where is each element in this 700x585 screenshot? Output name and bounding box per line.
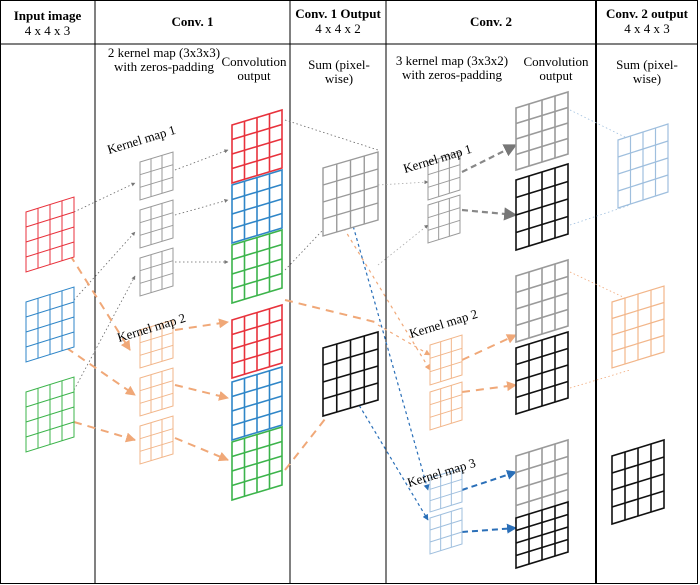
conv1-sum-black	[322, 330, 379, 418]
conv2-output-k3-black	[515, 500, 569, 570]
arrow-sum1-k2	[339, 221, 431, 371]
arrow-k2b-out	[174, 384, 229, 401]
header-conv2-output: Conv. 2 output 4 x 4 x 3	[596, 6, 698, 36]
conv1-kernel1-slice-b	[139, 199, 174, 249]
arrow-k2a-out	[174, 318, 229, 331]
conv1-kernel1-slice-a	[139, 151, 174, 201]
conv2-output-k2-black	[515, 330, 569, 416]
header-conv2: Conv. 2	[386, 14, 596, 29]
conv1-kernel2-slice-a	[139, 319, 174, 369]
conv2-kernel3-slice-a	[429, 467, 463, 513]
arrow-c2k2b-out	[461, 381, 517, 393]
arrow-c2k3a-out	[461, 470, 517, 491]
header-conv1-output-dims: 4 x 4 x 2	[315, 21, 361, 36]
arrow-c2k3b-out	[461, 523, 517, 534]
conv2-kernel2-slice-b	[429, 381, 463, 431]
arrow-blue-k1b	[73, 231, 136, 301]
conv1-output-k1-blue	[231, 168, 283, 245]
arrow-sum1-k1b	[377, 224, 429, 266]
header-conv1-title: Conv. 1	[171, 14, 214, 29]
header-input: Input image 4 x 4 x 3	[0, 8, 95, 38]
conv1-kernel2-slice-b	[139, 367, 174, 417]
conv2-output-k3-gray	[515, 438, 569, 524]
header-conv1: Conv. 1	[95, 14, 290, 29]
header-input-title: Input image	[13, 8, 82, 23]
conv1-output-k1-red	[231, 108, 283, 185]
arrow-c2k2a-out	[461, 334, 517, 361]
conv2-sum-lightblue	[617, 123, 669, 209]
arrow-c2k1b-out	[461, 207, 518, 221]
conv1-kernel1-slice-c	[139, 247, 174, 297]
header-conv2-output-dims: 4 x 4 x 3	[624, 21, 670, 36]
header-input-dims: 4 x 4 x 3	[24, 23, 71, 38]
arrow-c2out1-sum	[569, 109, 636, 143]
conv2-sum-caption: Sum (pixel-wise)	[616, 57, 678, 86]
arrow-sum1-k1a	[377, 180, 429, 186]
arrow-sum2-k3	[349, 389, 429, 521]
header-conv2-title: Conv. 2	[470, 14, 512, 29]
arrow-sum2-k2	[377, 324, 431, 356]
arrow-green-k1c	[73, 275, 136, 391]
conv2-kernel2-slice-a	[429, 334, 463, 386]
conv1-sum-gray	[322, 151, 379, 237]
conv2-output-k1-gray	[515, 90, 569, 172]
conv1-conv-output-caption: Convolution output	[221, 54, 287, 83]
arrow-c2out2-sum	[569, 204, 631, 226]
arrow-green-k2c	[73, 421, 136, 443]
arrow-c2k1a-out	[461, 144, 518, 173]
connector-arrows	[54, 109, 641, 534]
conv1-sum-caption: Sum (pixel-wise)	[308, 57, 370, 86]
conv2-sum-orange	[611, 285, 665, 369]
conv1-output-k2-green	[231, 425, 283, 502]
conv1-kernels-caption: 2 kernel map (3x3x3) with zeros-padding	[107, 45, 221, 74]
conv2-kernel1-slice-a	[427, 151, 461, 201]
arrow-k2c-out	[174, 437, 229, 462]
conv1-kernel2-slice-c	[139, 415, 174, 465]
conv2-conv-output-caption: Convolution output	[523, 54, 589, 83]
arrow-c2out4-sum	[569, 369, 631, 389]
header-conv2-output-title: Conv. 2 output	[606, 6, 688, 21]
input-grid-green	[25, 376, 75, 453]
arrow-k1b-out	[174, 199, 229, 216]
conv2-kernel1-slice-b	[427, 194, 461, 244]
conv2-sum-black	[611, 438, 665, 526]
arrow-red-k2a	[69, 254, 131, 351]
input-grid-blue	[25, 286, 75, 363]
arrow-out4-sum	[284, 299, 376, 323]
arrow-out1-sum	[284, 119, 379, 151]
arrow-red-k1a	[73, 182, 136, 213]
conv1-output-k2-blue	[231, 365, 283, 442]
input-grid-red	[25, 196, 75, 273]
conv1-output-k2-red	[231, 303, 283, 380]
conv2-output-k2-gray	[515, 258, 569, 344]
header-conv1-output-title: Conv. 1 Output	[295, 6, 381, 21]
conv2-kernels-caption: 3 kernel map (3x3x2) with zeros-padding	[395, 53, 509, 82]
conv2-output-k1-black	[515, 162, 569, 252]
conv2-kernel3-slice-b	[429, 507, 463, 555]
conv1-output-k1-green	[231, 228, 283, 305]
arrow-k1a-out	[174, 149, 229, 171]
header-conv1-output: Conv. 1 Output 4 x 4 x 2	[290, 6, 386, 36]
grid-layer	[25, 90, 669, 570]
